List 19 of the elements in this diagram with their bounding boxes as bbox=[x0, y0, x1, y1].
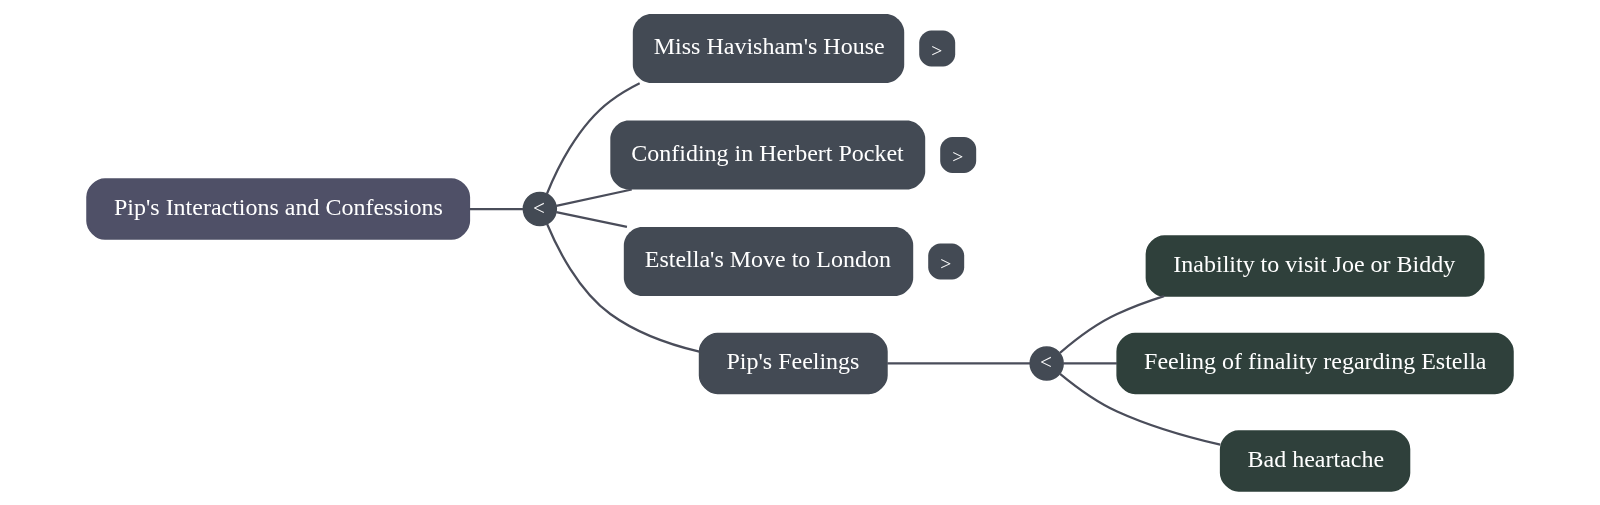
node-box: Pip's Interactions and Confessions bbox=[86, 178, 471, 240]
node-box: Pip's Feelings bbox=[698, 332, 888, 395]
connector bbox=[1059, 295, 1165, 354]
connector bbox=[556, 211, 628, 229]
node-label: > bbox=[952, 146, 964, 168]
node-label: > bbox=[940, 252, 952, 274]
connector bbox=[556, 188, 632, 207]
node-box: Bad heartache bbox=[1219, 430, 1411, 492]
node-circle: < bbox=[1029, 346, 1064, 381]
connector bbox=[545, 82, 641, 195]
connector bbox=[1063, 362, 1117, 365]
connector bbox=[1059, 372, 1221, 446]
connector bbox=[546, 223, 700, 353]
node-box: Inability to visit Joe or Biddy bbox=[1145, 235, 1485, 297]
node-box: Feeling of finality regarding Estella bbox=[1116, 332, 1514, 395]
node-label: > bbox=[931, 39, 943, 61]
connector bbox=[469, 207, 524, 211]
node-circle: < bbox=[522, 191, 558, 227]
connector bbox=[887, 362, 1031, 365]
